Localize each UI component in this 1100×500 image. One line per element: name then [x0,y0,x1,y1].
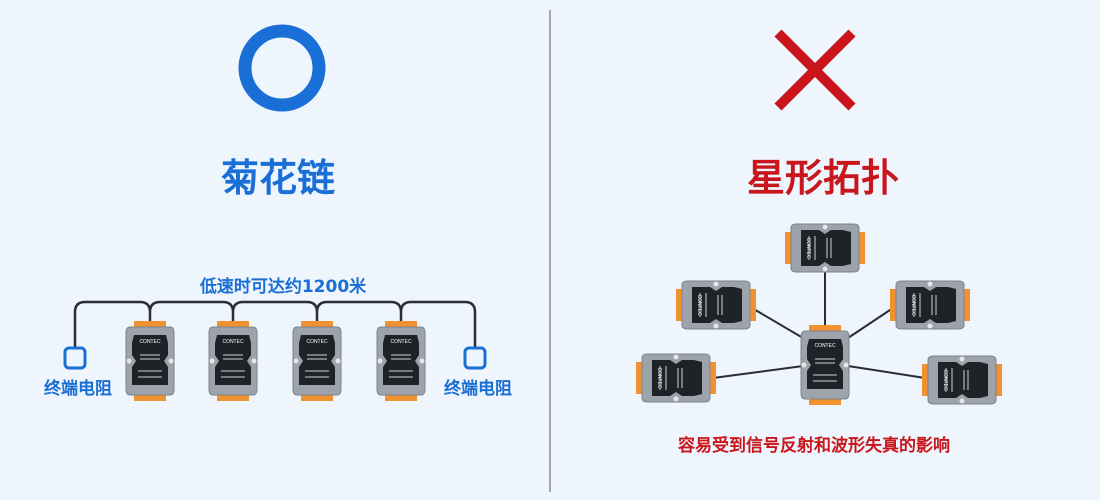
device-brand-label: CONTEC [696,294,702,316]
daisy-device-1 [125,320,175,402]
distance-label: 低速时可达约1200米 [199,277,367,297]
daisy-device-4 [376,320,426,402]
device-brand-label: CONTEC [139,339,161,345]
device-brand-label: CONTEC [942,369,948,391]
device-brand-label: CONTEC [222,339,244,345]
daisy-device-3 [292,320,342,402]
terminator-right-label: 终端电阻 [444,379,512,399]
terminator-left-label: 终端电阻 [44,379,112,399]
star-device-upper-right [889,280,971,330]
device-brand-label: CONTEC [306,339,328,345]
terminator-right-icon [463,346,487,370]
wrong-cross-icon [774,29,856,111]
device-brand-label: CONTEC [390,339,412,345]
device-brand-label: CONTEC [805,237,811,259]
device-brand-label: CONTEC [656,367,662,389]
device-brand-label: CONTEC [814,343,836,349]
star-links [712,272,926,379]
star-topology-title: 星形拓扑 [746,156,900,200]
star-hub-device [800,324,850,406]
daisy-chain-title: 菊花链 [220,156,336,200]
star-device-upper-left [675,280,757,330]
daisy-device-2 [208,320,258,402]
device-brand-label: CONTEC [910,294,916,316]
star-device-lower-right [921,355,1003,405]
star-caption: 容易受到信号反射和波形失真的影响 [678,436,950,456]
terminator-left-icon [63,346,87,370]
daisy-chain-bus [73,300,477,348]
correct-circle-icon [238,24,326,112]
star-device-top [784,223,866,273]
star-device-lower-left [635,353,717,403]
